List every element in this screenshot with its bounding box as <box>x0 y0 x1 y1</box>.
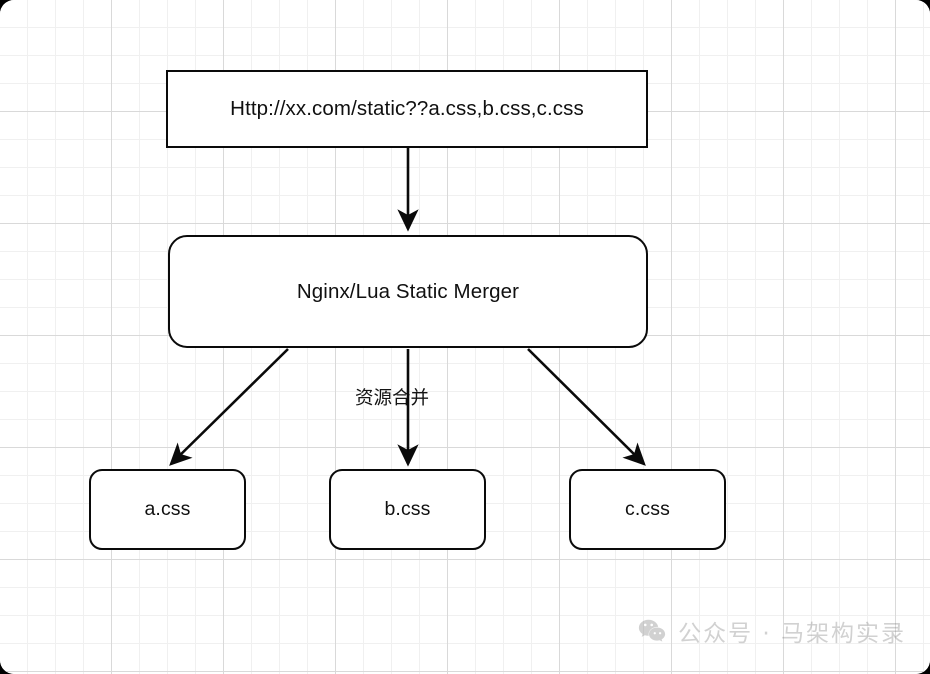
node-nginx-lua-static-merger-label: Nginx/Lua Static Merger <box>296 279 520 303</box>
node-b-css[interactable]: b.css <box>329 469 486 550</box>
node-c-css-label: c.css <box>625 498 670 520</box>
node-c-css[interactable]: c.css <box>569 469 726 550</box>
node-a-css-label: a.css <box>144 498 191 520</box>
edge-label-merge: 资源合并 <box>355 388 430 409</box>
node-a-css[interactable]: a.css <box>89 469 246 550</box>
node-nginx-lua-static-merger[interactable]: Nginx/Lua Static Merger <box>168 235 648 348</box>
node-request-url-label: Http://xx.com/static??a.css,b.css,c.css <box>230 97 584 120</box>
node-b-css-label: b.css <box>384 498 431 520</box>
node-request-url[interactable]: Http://xx.com/static??a.css,b.css,c.css <box>166 70 648 148</box>
